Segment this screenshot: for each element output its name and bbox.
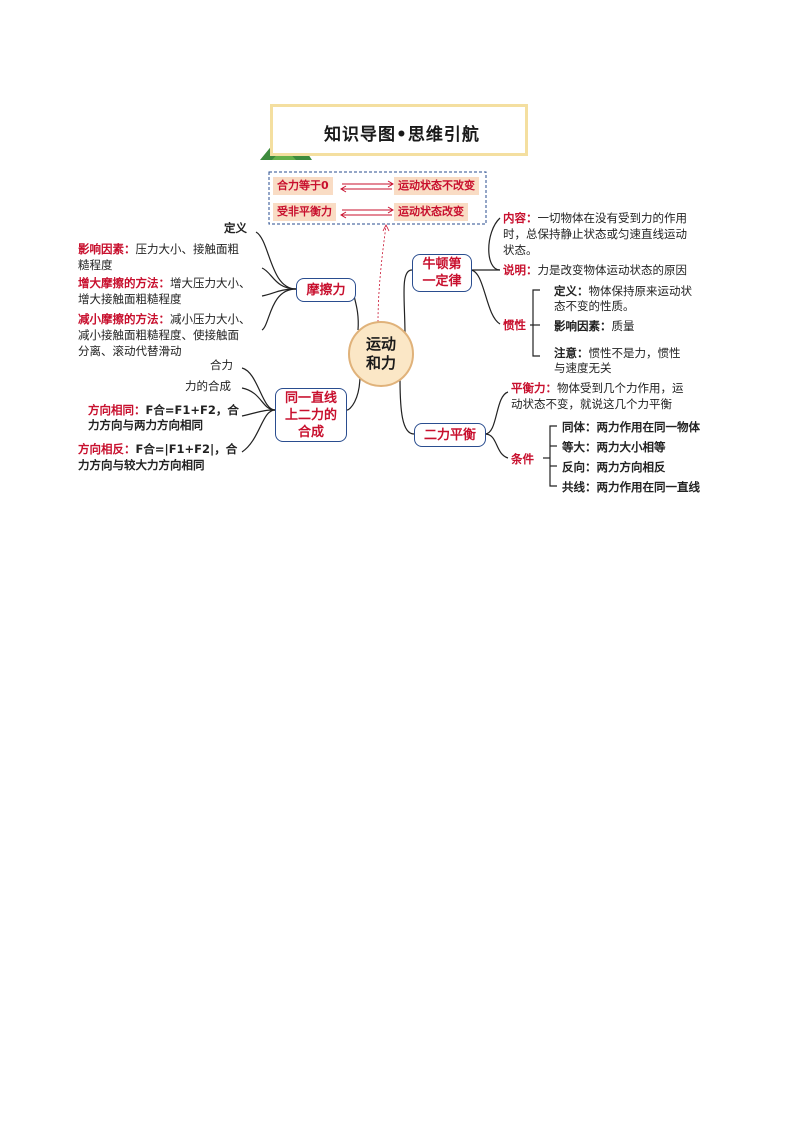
friction-increase-line2: 增大接触面粗糙程度 [78, 292, 182, 306]
title-banner: 知识导图•思维引航 [270, 104, 528, 156]
inertia-definition-line1: 定义：物体保持原来运动状 [554, 284, 692, 298]
inertia-definition-line2: 态不变的性质。 [554, 299, 635, 313]
node-newton-line2: 一定律 [422, 274, 462, 289]
center-topic: 运动 和力 [348, 321, 414, 387]
condition-equal-magnitude: 等大：两力大小相等 [562, 440, 666, 454]
node-friction: 摩擦力 [296, 278, 356, 302]
balance-definition-line2: 动状态不变，就说这几个力平衡 [511, 397, 672, 411]
node-composition-line3: 合成 [297, 424, 324, 440]
composition-opposite-line2: 力方向与较大力方向相同 [78, 458, 205, 472]
newton-content-line3: 状态。 [503, 243, 538, 257]
node-composition-line2: 上二力的 [284, 407, 337, 423]
relation-left-2: 受非平衡力 [273, 203, 336, 221]
center-line-2: 和力 [365, 354, 396, 372]
friction-factors-line1: 影响因素：压力大小、接触面粗 [78, 242, 239, 256]
relation-right-1: 运动状态不改变 [394, 177, 479, 195]
composition-resultant: 合力 [210, 358, 233, 372]
relation-right-2: 运动状态改变 [394, 203, 468, 221]
inertia-note-line2: 与速度无关 [554, 361, 612, 375]
condition-same-body: 同体：两力作用在同一物体 [562, 420, 700, 434]
friction-decrease-line3: 分离、滚动代替滑动 [78, 344, 182, 358]
balance-conditions: 条件 [511, 452, 534, 466]
node-balance: 二力平衡 [414, 423, 486, 447]
inertia-note-line1: 注意：惯性不是力，惯性 [554, 346, 681, 360]
composition-same-line1: 方向相同：F合=F1+F2，合 [88, 403, 239, 417]
center-line-1: 运动 [365, 335, 396, 353]
condition-opposite-direction: 反向：两力方向相反 [562, 460, 666, 474]
node-composition-line1: 同一直线 [284, 390, 337, 406]
friction-factors-line2: 糙程度 [78, 258, 113, 272]
page-title: 知识导图•思维引航 [324, 124, 480, 145]
condition-same-line: 共线：两力作用在同一直线 [562, 480, 700, 494]
friction-decrease-line1: 减小摩擦的方法：减小压力大小、 [78, 312, 251, 326]
newton-inertia: 惯性 [503, 318, 526, 332]
newton-content-line2: 时，总保持静止状态或匀速直线运动 [503, 227, 687, 241]
friction-definition: 定义 [224, 221, 247, 235]
friction-increase-line1: 增大摩擦的方法：增大压力大小、 [78, 276, 251, 290]
composition-opposite-line1: 方向相反：F合=|F1+F2|，合 [78, 442, 238, 456]
composition-same-line2: 力方向与两力方向相同 [88, 418, 203, 432]
balance-definition-line1: 平衡力：物体受到几个力作用，运 [511, 381, 684, 395]
node-composition: 同一直线 上二力的 合成 [275, 388, 347, 442]
node-newton-line1: 牛顿第 [422, 257, 462, 272]
friction-decrease-line2: 减小接触面粗糙程度、使接触面 [78, 328, 239, 342]
relation-left-1: 合力等于0 [273, 177, 333, 195]
inertia-factor: 影响因素：质量 [554, 319, 635, 333]
newton-content-line1: 内容：一切物体在没有受到力的作用 [503, 211, 687, 225]
composition-of-forces: 力的合成 [185, 379, 231, 393]
newton-note: 说明：力是改变物体运动状态的原因 [503, 263, 687, 277]
node-newton: 牛顿第 一定律 [412, 254, 472, 292]
